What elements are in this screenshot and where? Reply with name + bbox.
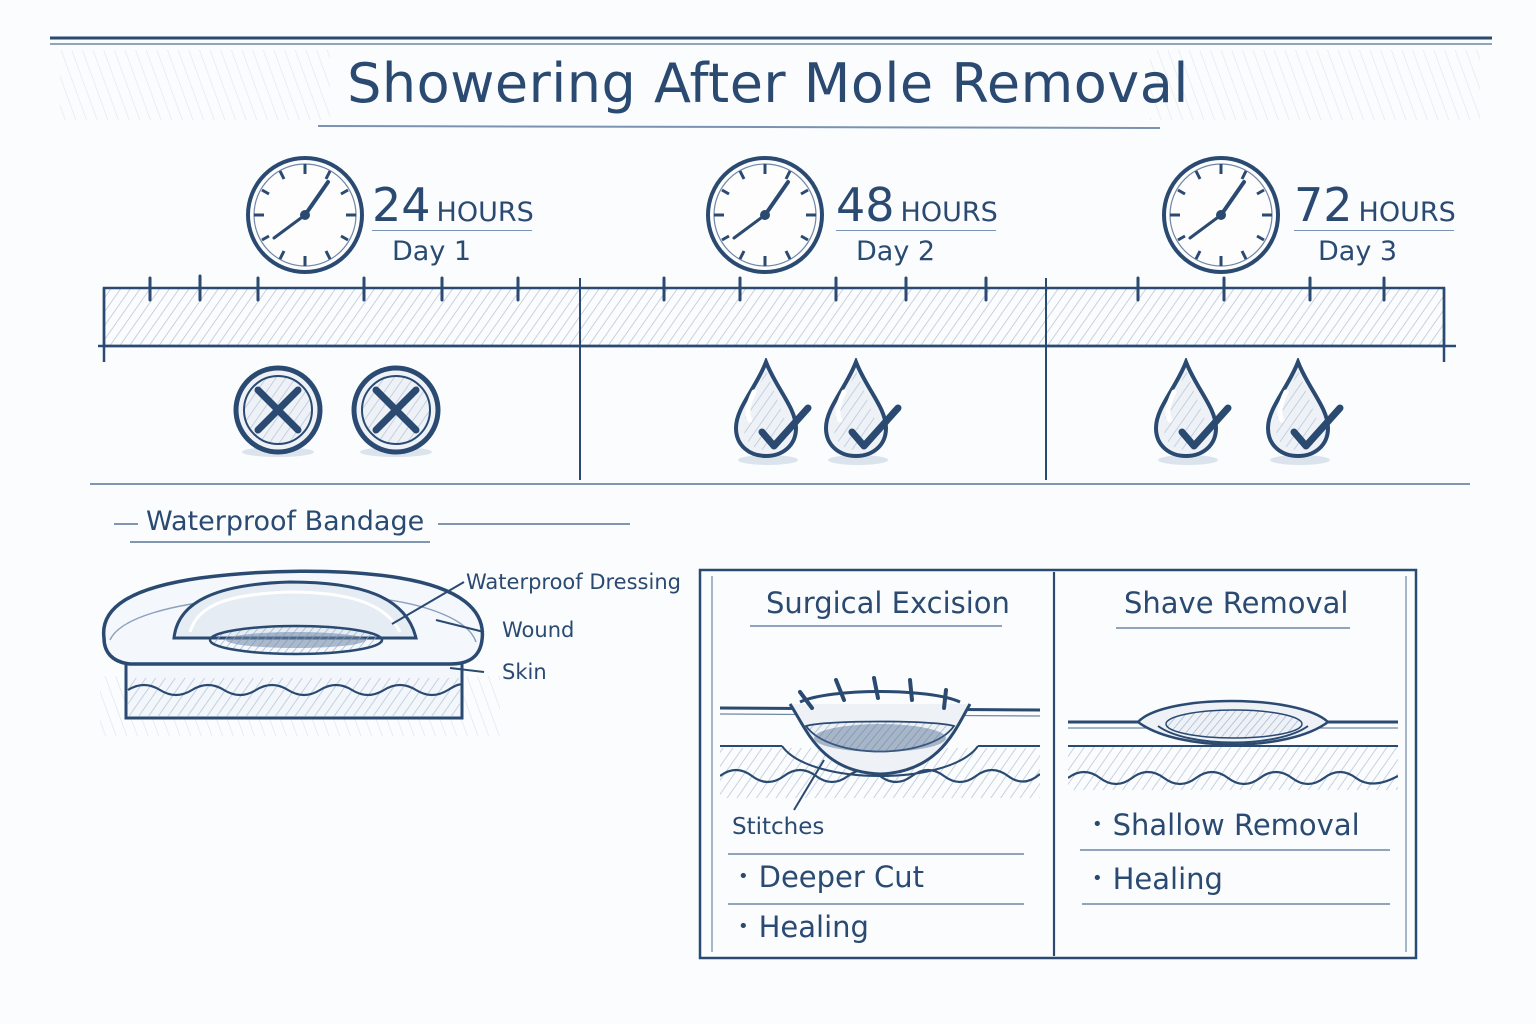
bullet-icon: • xyxy=(1092,868,1103,889)
bandage-section-label: Waterproof Bandage xyxy=(146,506,425,537)
panel-title-shave-removal: Shave Removal xyxy=(1124,586,1349,620)
bullet-item: • Healing xyxy=(738,910,869,944)
bullet-icon: • xyxy=(1092,814,1103,835)
hours-unit: HOURS xyxy=(1358,197,1456,228)
shave-illustration xyxy=(1068,699,1398,790)
title-underline xyxy=(317,125,1161,129)
timeline-ticks xyxy=(148,274,1386,302)
hours-unit: HOURS xyxy=(900,197,998,228)
bullet-text: Healing xyxy=(758,910,869,944)
timeline-bar xyxy=(90,278,1470,485)
callout-wound: Wound xyxy=(502,618,575,642)
page-title: Showering After Mole Removal xyxy=(347,52,1189,115)
bullet-item: • Deeper Cut xyxy=(738,860,924,894)
top-border xyxy=(50,36,1492,120)
hours-value: 24 xyxy=(372,178,431,232)
hours-underline xyxy=(836,230,996,231)
bullet-text: Deeper Cut xyxy=(758,860,925,894)
bandage-label-lines xyxy=(114,523,630,543)
water-drop-check-icon xyxy=(823,358,902,465)
water-drop-check-icon xyxy=(1265,358,1344,465)
callout-stitches: Stitches xyxy=(732,814,825,840)
bandage-callout-leaders xyxy=(391,581,485,673)
callout-skin: Skin xyxy=(502,660,547,684)
no-shower-icon xyxy=(351,365,441,457)
water-drop-check-icon xyxy=(733,358,812,465)
day-label-1: Day 1 xyxy=(392,236,472,267)
no-shower-icon xyxy=(233,365,323,457)
bullet-item: • Healing xyxy=(1092,862,1223,896)
bullet-text: Healing xyxy=(1112,862,1223,896)
hours-underline xyxy=(372,230,532,231)
day-label-3: Day 3 xyxy=(1318,236,1398,267)
hours-value: 72 xyxy=(1294,178,1353,232)
clock-icon xyxy=(1162,156,1280,274)
bullet-icon: • xyxy=(738,866,749,887)
water-drop-check-icon xyxy=(1153,358,1232,465)
hours-underline xyxy=(1294,230,1454,231)
hours-value: 48 xyxy=(836,178,895,232)
panel-title-surgical-excision: Surgical Excision xyxy=(766,586,1010,620)
bullet-text: Shallow Removal xyxy=(1112,808,1360,842)
clock-icon xyxy=(246,156,364,274)
bullet-item: • Shallow Removal xyxy=(1092,808,1360,842)
bandage-illustration xyxy=(100,569,500,736)
callout-waterproof-dressing: Waterproof Dressing xyxy=(466,570,681,594)
procedures-frame xyxy=(698,568,1418,960)
clock-icon xyxy=(706,156,824,274)
bullet-icon: • xyxy=(738,916,749,937)
excision-illustration xyxy=(720,676,1040,811)
day-label-2: Day 2 xyxy=(856,236,936,267)
hours-unit: HOURS xyxy=(436,197,534,228)
